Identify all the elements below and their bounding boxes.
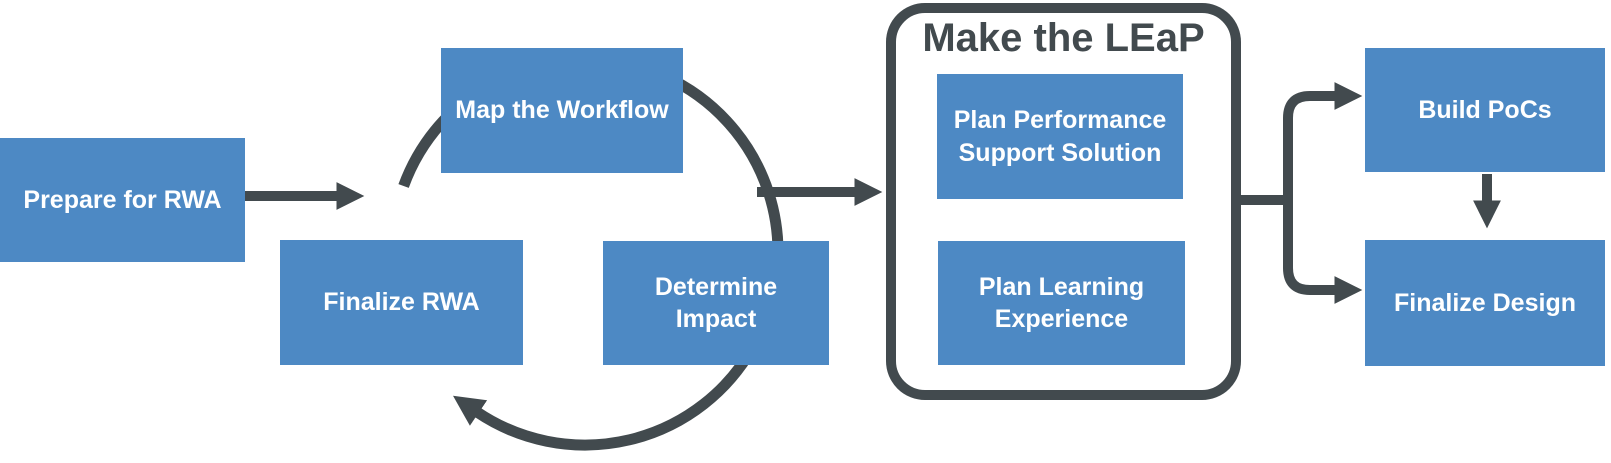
node-label: Plan Performance Support Solution [953,106,1167,167]
node-label: Determine Impact [654,272,778,334]
node-prepare-for-rwa: Prepare for RWA [0,138,245,262]
node-finalize-design: Finalize Design [1365,240,1605,366]
arrow-branch-to-build-pocs [1283,82,1363,200]
node-label: Build PoCs [1418,95,1552,124]
node-label: Plan Learning Experience [978,272,1145,334]
node-label: Finalize Design [1394,288,1576,317]
arrow-branch-to-finalize-design [1283,200,1363,304]
node-label: Finalize RWA [323,288,480,317]
node-finalize-rwa: Finalize RWA [280,240,523,365]
node-plan-learning-experience: Plan Learning Experience [938,241,1185,365]
node-label: Map the Workflow [455,96,669,125]
leap-container-frame [886,3,1241,400]
node-build-pocs: Build PoCs [1365,48,1605,172]
node-map-the-workflow: Map the Workflow [441,48,683,173]
node-plan-performance-support-solution: Plan Performance Support Solution [937,74,1183,199]
node-label: Prepare for RWA [23,185,222,214]
leap-container-title: Make the LEaP [922,16,1205,60]
node-determine-impact: Determine Impact [603,241,829,365]
